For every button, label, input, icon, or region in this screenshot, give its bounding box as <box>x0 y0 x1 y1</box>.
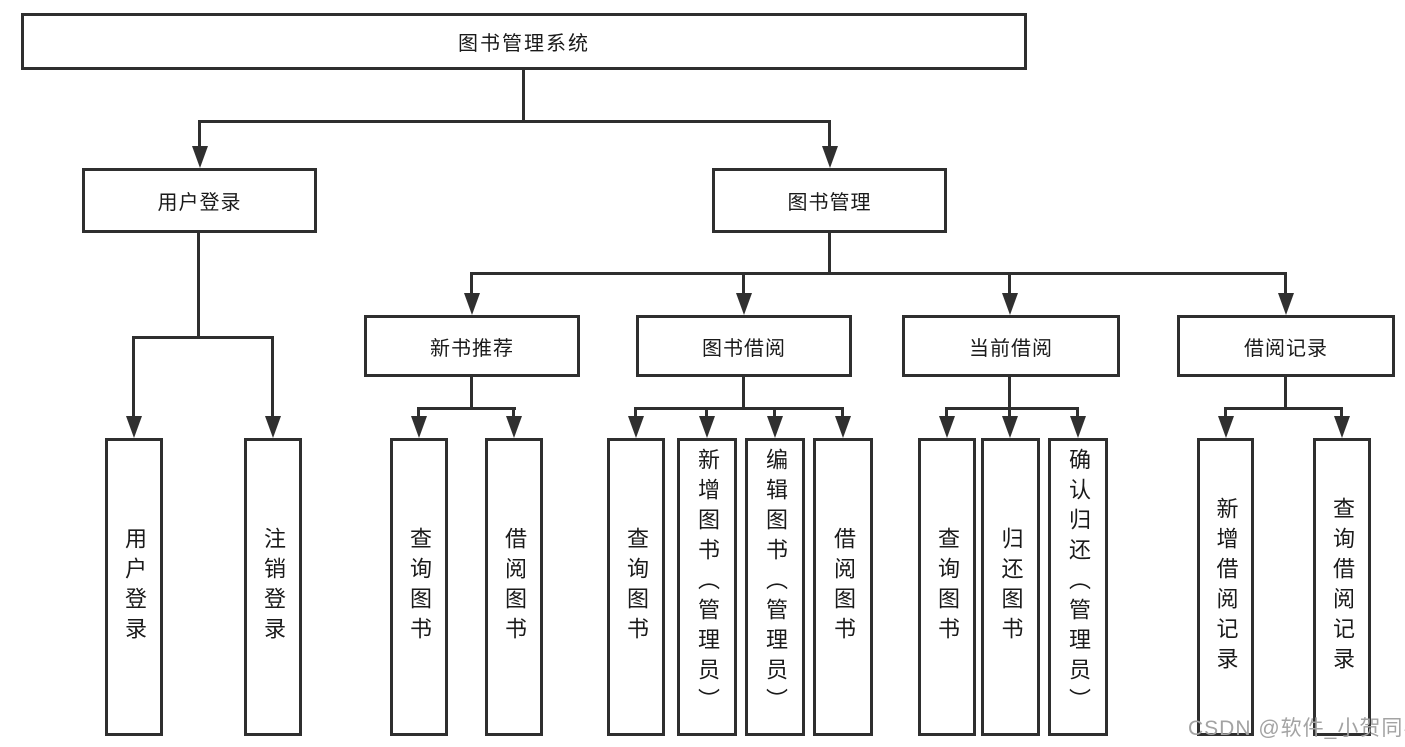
node-book-borrow-label: 图书借阅 <box>702 337 786 360</box>
connector-current-bar <box>945 407 1079 410</box>
leaf-query-books-current: 查询图书 <box>918 438 976 736</box>
connector-root-bar <box>198 120 831 123</box>
connector-drop <box>1340 407 1343 418</box>
leaf-return-books: 归还图书 <box>981 438 1040 736</box>
arrow-down-icon <box>1070 416 1086 438</box>
leaf-query-books-recommend-label: 查询图书 <box>407 527 432 647</box>
connector-root-stem <box>522 69 525 120</box>
connector-user-stem <box>197 233 200 336</box>
leaf-user-login-label: 用户登录 <box>122 527 147 647</box>
leaf-user-login: 用户登录 <box>105 438 163 736</box>
leaf-add-books-admin-label: 新增图书（管理员） <box>695 448 720 718</box>
connector-records-bar <box>1224 407 1343 410</box>
arrow-down-icon <box>699 416 715 438</box>
leaf-query-books-borrow-label: 查询图书 <box>624 527 649 647</box>
node-new-book-recommend: 新书推荐 <box>364 315 580 377</box>
arrow-down-icon <box>506 416 522 438</box>
leaf-borrow-books-recommend-label: 借阅图书 <box>502 527 527 647</box>
leaf-return-books-label: 归还图书 <box>998 527 1024 647</box>
connector-drop <box>1008 407 1011 418</box>
leaf-add-books-admin: 新增图书（管理员） <box>677 438 737 736</box>
connector-borrow-bar <box>635 407 844 410</box>
connector-drop <box>417 407 420 418</box>
leaf-query-books-borrow: 查询图书 <box>607 438 665 736</box>
arrow-down-icon <box>126 416 142 438</box>
arrow-down-icon <box>1002 416 1018 438</box>
connector-drop <box>1224 407 1227 418</box>
leaf-logout: 注销登录 <box>244 438 302 736</box>
connector-drop <box>945 407 948 418</box>
connector-drop <box>1284 272 1287 295</box>
leaf-query-borrow-record-label: 查询借阅记录 <box>1330 497 1355 677</box>
arrow-down-icon <box>822 146 838 168</box>
leaf-borrow-books-borrow: 借阅图书 <box>813 438 873 736</box>
arrow-down-icon <box>1218 416 1234 438</box>
leaf-borrow-books-borrow-label: 借阅图书 <box>831 527 856 647</box>
csdn-watermark: CSDN @软件_小贺同学 <box>1188 717 1405 740</box>
leaf-confirm-return-admin-label: 确认归还（管理员） <box>1066 448 1091 718</box>
connector-borrow-stem <box>742 377 745 407</box>
connector-current-stem <box>1008 377 1011 407</box>
connector-mgmt-stem <box>828 233 831 272</box>
node-borrow-records-label: 借阅记录 <box>1244 337 1328 360</box>
leaf-query-borrow-record: 查询借阅记录 <box>1313 438 1371 736</box>
connector-drop <box>841 407 844 418</box>
arrow-down-icon <box>411 416 427 438</box>
leaf-edit-books-admin-label: 编辑图书（管理员） <box>763 448 788 718</box>
arrow-down-icon <box>192 146 208 168</box>
connector-drop <box>1076 407 1079 418</box>
arrow-down-icon <box>464 293 480 315</box>
node-book-management: 图书管理 <box>712 168 947 233</box>
node-current-borrow: 当前借阅 <box>902 315 1120 377</box>
connector-drop <box>742 272 745 295</box>
connector-drop <box>773 407 776 418</box>
leaf-query-books-recommend: 查询图书 <box>390 438 448 736</box>
connector-drop <box>634 407 637 418</box>
node-new-book-recommend-label: 新书推荐 <box>430 337 514 360</box>
connector-user-bar <box>132 336 274 339</box>
connector-records-stem <box>1284 377 1287 407</box>
leaf-add-borrow-record-label: 新增借阅记录 <box>1213 497 1239 677</box>
arrow-down-icon <box>1334 416 1350 438</box>
connector-drop <box>705 407 708 418</box>
arrow-down-icon <box>835 416 851 438</box>
arrow-down-icon <box>736 293 752 315</box>
connector-drop <box>512 407 515 418</box>
connector-mgmt-bar <box>471 272 1287 275</box>
connector-drop <box>828 120 831 148</box>
connector-drop <box>1008 272 1011 295</box>
leaf-borrow-books-recommend: 借阅图书 <box>485 438 543 736</box>
arrow-down-icon <box>939 416 955 438</box>
connector-drop <box>132 336 135 418</box>
node-current-borrow-label: 当前借阅 <box>969 337 1053 360</box>
leaf-edit-books-admin: 编辑图书（管理员） <box>745 438 805 736</box>
connector-drop <box>198 120 201 148</box>
node-user-login: 用户登录 <box>82 168 317 233</box>
arrow-down-icon <box>628 416 644 438</box>
connector-drop <box>470 272 473 295</box>
leaf-add-borrow-record: 新增借阅记录 <box>1197 438 1254 736</box>
node-user-login-label: 用户登录 <box>157 192 242 214</box>
node-root: 图书管理系统 <box>21 13 1027 70</box>
connector-recommend-stem <box>470 377 473 407</box>
leaf-logout-label: 注销登录 <box>261 527 286 647</box>
leaf-query-books-current-label: 查询图书 <box>935 527 960 647</box>
node-root-label: 图书管理系统 <box>458 33 590 55</box>
connector-recommend-bar <box>417 407 516 410</box>
arrow-down-icon <box>1002 293 1018 315</box>
leaf-confirm-return-admin: 确认归还（管理员） <box>1048 438 1108 736</box>
arrow-down-icon <box>265 416 281 438</box>
node-borrow-records: 借阅记录 <box>1177 315 1395 377</box>
arrow-down-icon <box>1278 293 1294 315</box>
node-book-management-label: 图书管理 <box>787 192 872 214</box>
arrow-down-icon <box>767 416 783 438</box>
connector-drop <box>271 336 274 418</box>
node-book-borrow: 图书借阅 <box>636 315 852 377</box>
